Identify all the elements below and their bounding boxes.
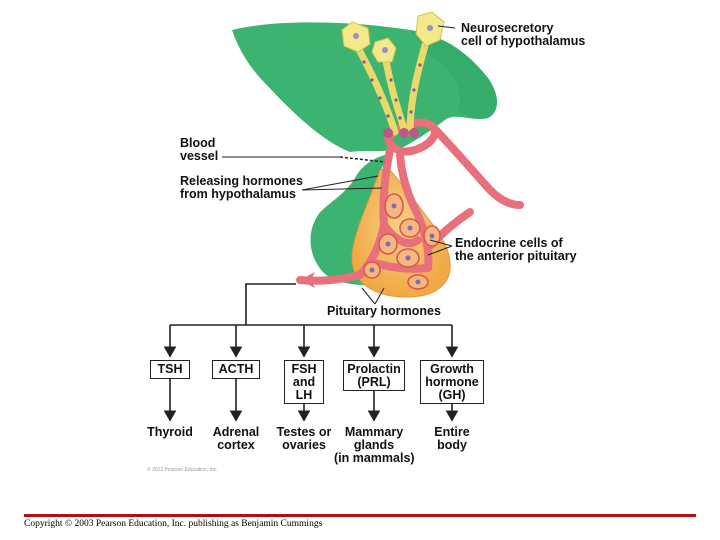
hypothalamus-lobe bbox=[410, 30, 497, 119]
target-adrenal-cortex: Adrenal cortex bbox=[212, 425, 260, 452]
target-mammary-glands: Mammary glands (in mammals) bbox=[334, 425, 415, 465]
label-pituitary-hormones: Pituitary hormones bbox=[327, 304, 441, 318]
image-credit: © 2012 Pearson Education, Inc. bbox=[147, 467, 218, 473]
label-endocrine-cells: Endocrine cells of the anterior pituitar… bbox=[455, 236, 577, 263]
neurosecretory-neurons bbox=[341, 11, 445, 136]
hormone-box-tsh: TSH bbox=[150, 360, 190, 379]
neurosecretory-endings bbox=[383, 128, 420, 138]
footer-copyright: Copyright © 2003 Pearson Education, Inc.… bbox=[24, 519, 323, 529]
hypothalamus-tissue bbox=[232, 22, 497, 286]
endocrine-cell-nuclei bbox=[369, 203, 435, 285]
hormone-box-prolactin: Prolactin (PRL) bbox=[343, 360, 405, 391]
footer-rule bbox=[24, 514, 696, 517]
label-blood-vessel: Blood vessel bbox=[180, 136, 219, 163]
hormone-box-fsh-lh: FSH and LH bbox=[284, 360, 324, 404]
hormone-box-growth-hormone: Growth hormone (GH) bbox=[420, 360, 484, 404]
hormone-box-acth: ACTH bbox=[212, 360, 260, 379]
label-neurosecretory-cell: Neurosecretory cell of hypothalamus bbox=[461, 21, 586, 48]
label-leader-lines bbox=[222, 25, 456, 305]
outflow-vessel-arrow bbox=[300, 272, 330, 288]
hormone-distribution-tree bbox=[163, 283, 459, 422]
target-entire-body: Entire body bbox=[434, 425, 470, 452]
target-thyroid: Thyroid bbox=[147, 425, 193, 439]
label-releasing-hormones: Releasing hormones from hypothalamus bbox=[180, 174, 303, 201]
target-testes-ovaries: Testes or ovaries bbox=[276, 425, 332, 452]
